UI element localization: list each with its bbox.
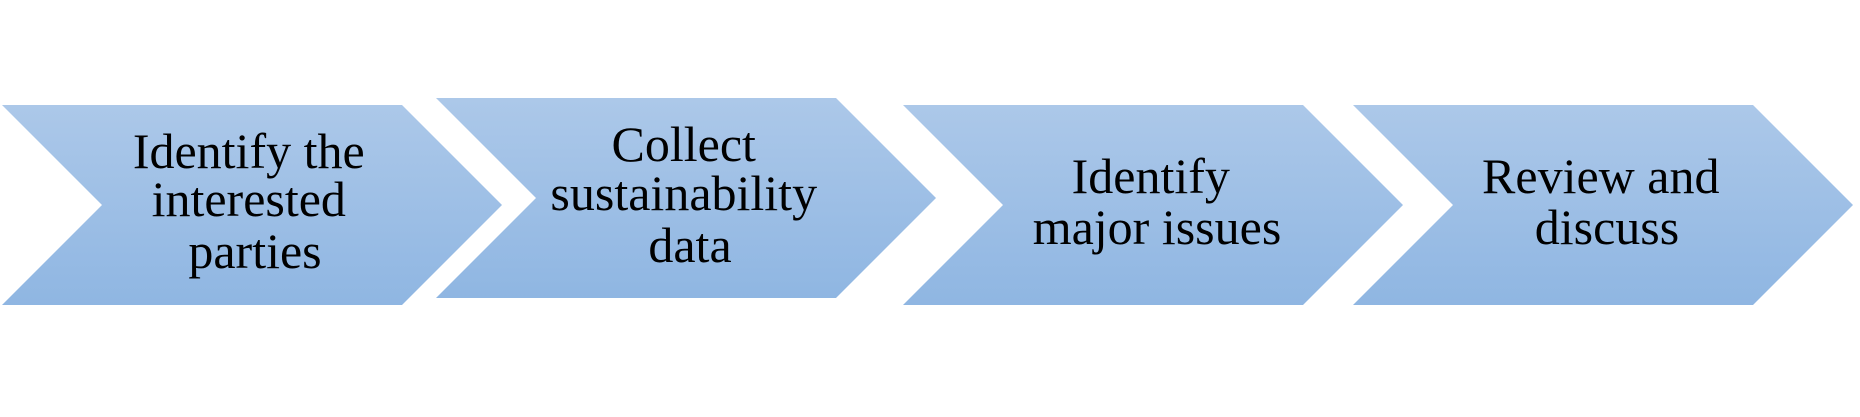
step-3-label: Identify major issues [1033, 148, 1282, 255]
step-2-line-2: sustainability [550, 165, 817, 221]
step-4-line-1: Review and [1482, 148, 1719, 204]
step-1-chevron: Identify the interested parties [2, 105, 502, 305]
step-1-line-1: Identify the [133, 123, 365, 179]
step-4-label: Review and discuss [1482, 148, 1732, 255]
step-3-shape [903, 105, 1403, 305]
step-4-chevron: Review and discuss [1353, 105, 1853, 305]
step-3-line-2: major issues [1033, 199, 1282, 255]
step-3-line-1: Identify [1072, 148, 1230, 204]
step-2-label: Collect sustainability data [550, 116, 829, 273]
step-2-line-1: Collect [612, 116, 757, 172]
step-4-shape [1353, 105, 1853, 305]
step-1-label: Identify the interested parties [133, 123, 377, 279]
step-1-shape [2, 105, 502, 305]
step-4-line-2: discuss [1535, 199, 1679, 255]
step-3-chevron: Identify major issues [903, 105, 1403, 305]
step-2-chevron: Collect sustainability data [436, 98, 936, 298]
step-1-line-2: interested [152, 171, 346, 227]
step-1-line-3: parties [188, 223, 321, 279]
step-2-line-3: data [648, 217, 731, 273]
step-2-shape [436, 98, 936, 298]
